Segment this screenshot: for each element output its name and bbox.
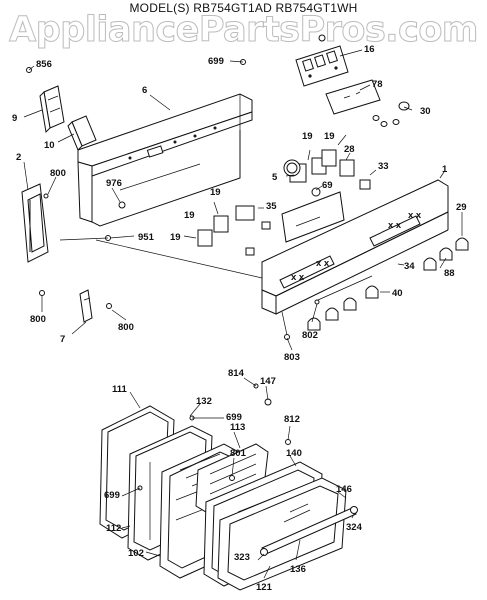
callout-1: 1 bbox=[442, 164, 448, 175]
svg-text:x x: x x bbox=[388, 220, 402, 231]
callout-88: 88 bbox=[444, 268, 455, 279]
callout-800-b: 800 bbox=[30, 314, 46, 325]
door-handle-136 bbox=[260, 506, 358, 556]
callout-40: 40 bbox=[392, 288, 403, 299]
callout-323: 323 bbox=[234, 552, 250, 563]
svg-text:x x: x x bbox=[291, 272, 305, 283]
callout-324: 324 bbox=[346, 522, 363, 533]
clock-timer-16 bbox=[295, 34, 349, 87]
callout-35: 35 bbox=[266, 201, 277, 212]
callout-801: 801 bbox=[230, 448, 247, 459]
callout-labels: 856 699 6 16 78 30 9 10 2 800 976 19 28 … bbox=[12, 44, 467, 593]
selector-33 bbox=[359, 179, 371, 190]
callout-2: 2 bbox=[16, 152, 21, 163]
end-cap-2 bbox=[21, 183, 49, 263]
side-bracket-9 bbox=[39, 85, 65, 134]
callout-5: 5 bbox=[272, 172, 278, 183]
overlay-78 bbox=[325, 79, 381, 115]
callout-136: 136 bbox=[290, 564, 306, 575]
leader-lines-upper bbox=[23, 49, 463, 351]
callout-34: 34 bbox=[404, 261, 415, 272]
callout-102: 102 bbox=[128, 548, 144, 559]
knobs-29-88-40 bbox=[307, 237, 469, 331]
callout-132: 132 bbox=[196, 396, 212, 407]
callout-814: 814 bbox=[228, 368, 245, 379]
callout-7: 7 bbox=[60, 334, 65, 345]
callout-19-c: 19 bbox=[170, 232, 181, 243]
bracket-35 bbox=[281, 191, 345, 243]
model-title: MODEL(S) RB754GT1AD RB754GT1WH bbox=[129, 1, 358, 15]
callout-113: 113 bbox=[230, 422, 245, 433]
callout-19-a: 19 bbox=[302, 131, 313, 142]
callout-121: 121 bbox=[256, 582, 273, 593]
callout-33: 33 bbox=[378, 161, 389, 172]
callout-856: 856 bbox=[36, 59, 52, 70]
callout-802: 802 bbox=[302, 330, 318, 341]
callout-699-c: 699 bbox=[104, 490, 120, 501]
callout-146: 146 bbox=[336, 484, 352, 495]
callout-78: 78 bbox=[372, 79, 383, 90]
bracket-7 bbox=[79, 289, 93, 323]
leader-lines-lower bbox=[121, 377, 355, 579]
callout-19-e: 19 bbox=[184, 210, 195, 221]
callout-112: 112 bbox=[106, 523, 121, 534]
callout-699-b: 699 bbox=[226, 412, 242, 423]
callout-28: 28 bbox=[344, 144, 355, 155]
callout-800-c: 800 bbox=[118, 322, 134, 333]
control-panel-1: x x x x x x x x bbox=[261, 179, 449, 315]
backsplash-frame bbox=[77, 93, 253, 227]
callout-803: 803 bbox=[284, 352, 300, 363]
callout-19-b: 19 bbox=[210, 187, 221, 198]
callout-19-d: 19 bbox=[324, 131, 335, 142]
callout-6: 6 bbox=[142, 85, 147, 96]
callout-951: 951 bbox=[138, 232, 155, 243]
switches-19-28 bbox=[197, 149, 355, 256]
callout-9: 9 bbox=[12, 113, 17, 124]
glass-panel-121 bbox=[217, 477, 347, 591]
callout-800-a: 800 bbox=[50, 168, 66, 179]
callout-29: 29 bbox=[456, 202, 467, 213]
svg-text:x x: x x bbox=[408, 210, 422, 221]
callout-16: 16 bbox=[364, 44, 375, 55]
callout-699: 699 bbox=[208, 56, 224, 67]
callout-140: 140 bbox=[286, 448, 302, 459]
callout-976: 976 bbox=[106, 178, 122, 189]
callout-10: 10 bbox=[44, 140, 55, 151]
svg-text:x x: x x bbox=[316, 258, 330, 269]
callout-812: 812 bbox=[284, 414, 300, 425]
bracket-10 bbox=[67, 115, 97, 151]
callout-30: 30 bbox=[420, 106, 431, 117]
callout-147: 147 bbox=[260, 376, 276, 387]
callout-111: 111 bbox=[112, 384, 128, 395]
knobs-30 bbox=[372, 101, 410, 127]
callout-69: 69 bbox=[322, 180, 333, 191]
